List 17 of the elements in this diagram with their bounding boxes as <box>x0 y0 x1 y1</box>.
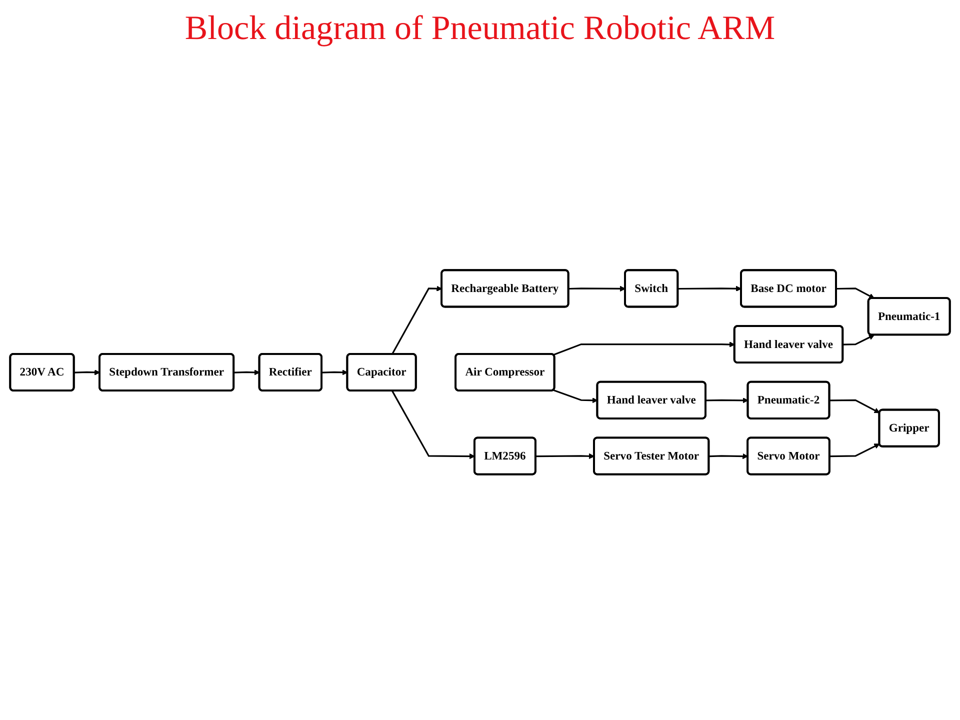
arrow <box>836 287 875 298</box>
arrow <box>830 443 880 457</box>
arrow <box>553 341 735 356</box>
arrow <box>678 286 742 292</box>
arrow <box>391 286 442 354</box>
arrow <box>706 397 748 403</box>
arrow <box>568 286 626 292</box>
arrow <box>536 453 595 459</box>
diagram-title: Block diagram of Pneumatic Robotic ARM <box>184 10 776 48</box>
arrow <box>74 369 100 375</box>
arrow <box>842 334 875 346</box>
arrow <box>708 453 748 459</box>
arrow <box>830 399 880 413</box>
arrow <box>322 369 348 375</box>
arrow <box>234 369 260 375</box>
arrow <box>553 389 598 403</box>
arrow <box>391 390 476 459</box>
